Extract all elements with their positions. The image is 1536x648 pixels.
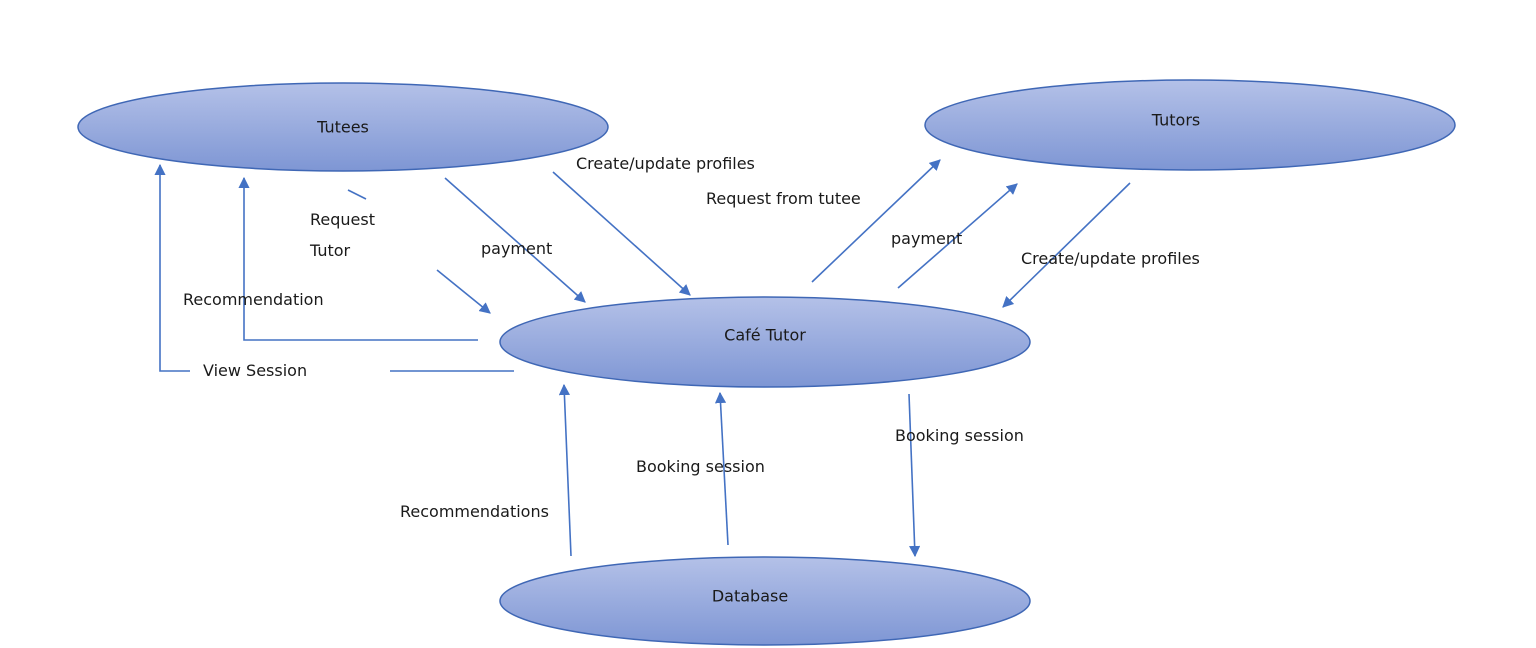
recommendation-label: Recommendation [183,290,324,309]
database-ellipse [499,556,1031,646]
recommendations-db-label: Recommendations [400,502,549,521]
database-label: Database [712,587,788,606]
request-from-tutee-label: Request from tutee [706,189,861,208]
booking-session-down-arrow [908,393,921,558]
create-update-tutee-label: Create/update profiles [576,154,755,173]
tutors-label: Tutors [1151,111,1200,130]
tutees-label: Tutees [316,118,369,137]
booking-session-up-label: Booking session [636,457,765,476]
tutors-ellipse [924,79,1456,171]
request-tutor-arrow [436,269,491,314]
booking-session-up-arrow [714,391,729,546]
create-update-tutor-label: Create/update profiles [1021,249,1200,268]
payment-tutor-label: payment [891,229,962,248]
create-update-tutor-arrow [1002,182,1131,308]
recommendation-arrow [238,176,478,341]
node-tutees: Tutees [77,82,609,172]
request-tutor-arrow-start [347,189,367,200]
payment-tutor-arrow [897,183,1018,289]
request-tutor-label-line1: Request [310,210,375,229]
node-database: Database [499,556,1031,646]
view-session-label: View Session [203,361,307,380]
request-from-tutee-arrow [811,159,941,283]
request-tutor-label-line2: Tutor [309,241,351,260]
create-update-tutee-arrow [552,171,691,296]
view-session-arrow-left [154,163,190,372]
payment-tutee-arrow [444,177,586,303]
booking-session-down-label: Booking session [895,426,1024,445]
node-tutors: Tutors [924,79,1456,171]
tutees-ellipse [77,82,609,172]
cafe-tutor-ellipse [499,296,1031,388]
cafe-tutor-label: Café Tutor [724,326,806,345]
node-cafe-tutor: Café Tutor [499,296,1031,388]
recommendations-db-arrow [558,383,572,557]
payment-tutee-label: payment [481,239,552,258]
